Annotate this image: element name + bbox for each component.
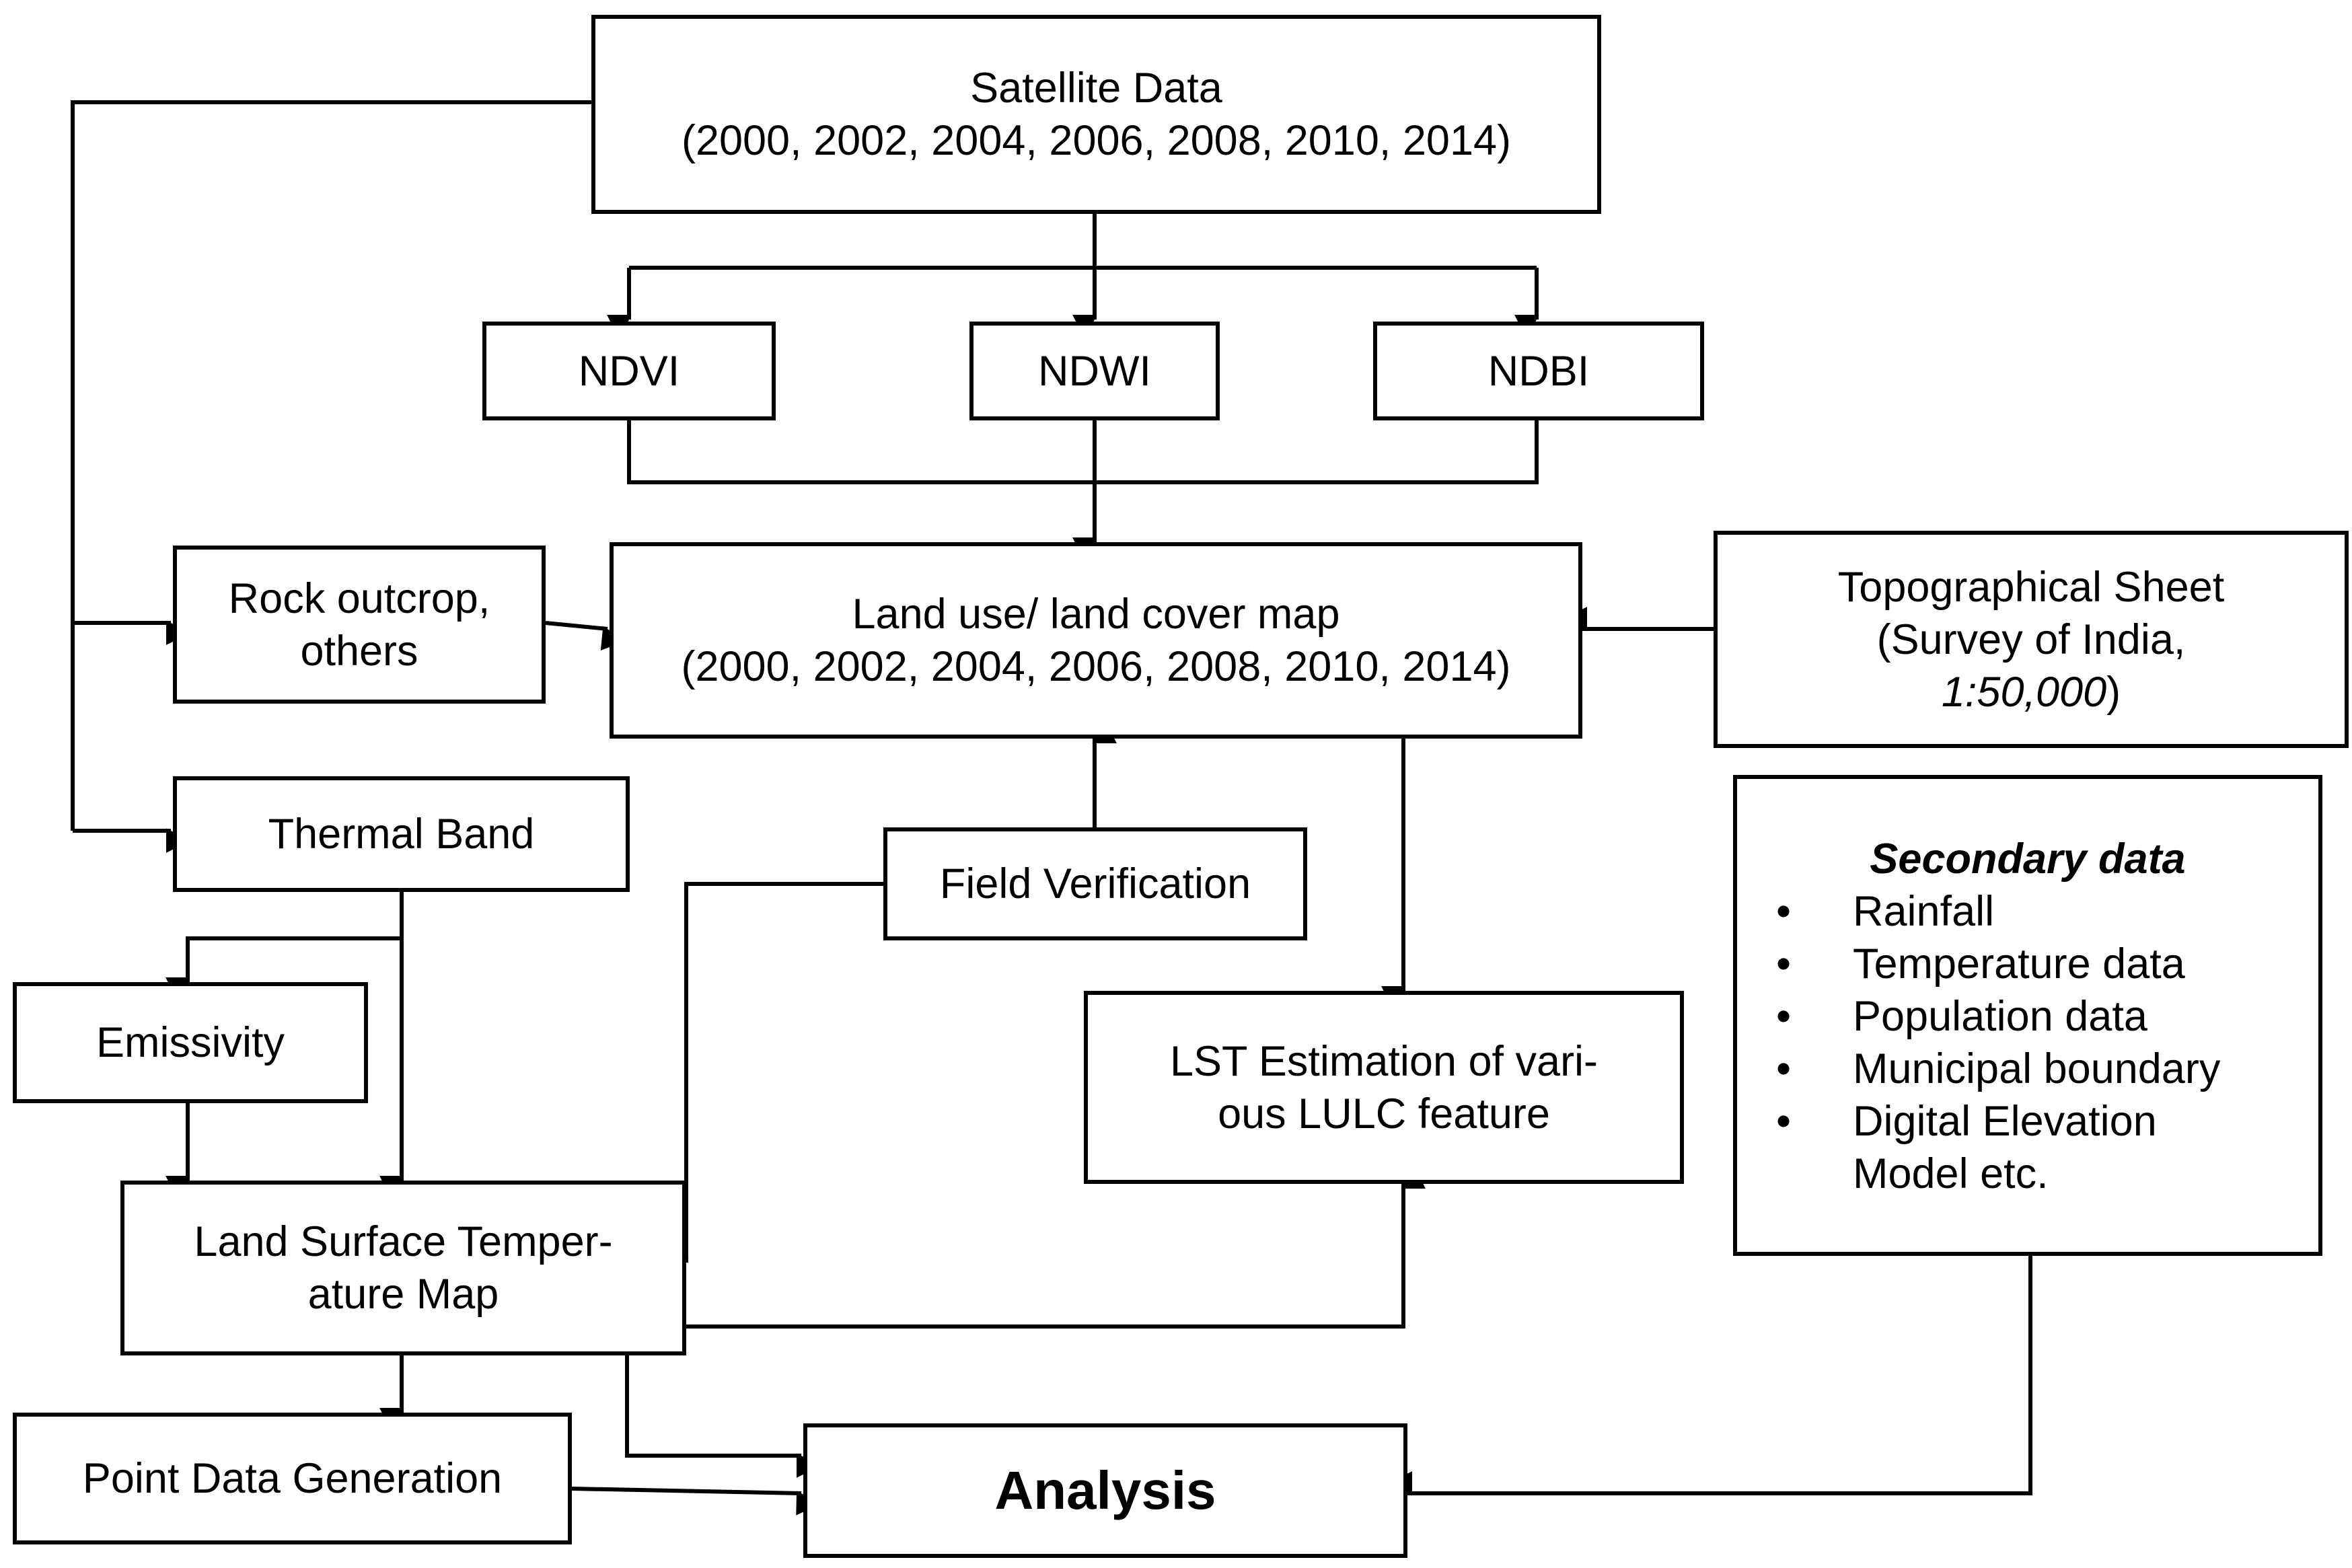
list-item: •Rainfall xyxy=(1737,885,2318,938)
node-ndvi: NDVI xyxy=(482,322,776,420)
connector-satellite-left xyxy=(71,100,591,831)
list-item: •Municipal boundary xyxy=(1737,1043,2318,1095)
connector-secondary-to-analysis xyxy=(1387,1256,2032,1496)
topo-title: Topographical Sheet xyxy=(1837,563,2225,611)
connector-thermal-to-emissivity xyxy=(166,936,402,1002)
point-data-label: Point Data Generation xyxy=(82,1455,503,1502)
emissivity-label: Emissivity xyxy=(96,1019,285,1066)
node-thermal-band: Thermal Band xyxy=(173,776,630,892)
satellite-years: (2000, 2002, 2004, 2006, 2008, 2010, 201… xyxy=(681,117,1512,164)
lst-estimation-line1: LST Estimation of vari- xyxy=(1169,1037,1598,1085)
connector-indices-merge xyxy=(627,420,1539,484)
topo-scale-line: 1:50,000) xyxy=(1942,666,2121,718)
bullet-icon: • xyxy=(1776,940,1792,987)
topo-scale: 1:50,000 xyxy=(1941,668,2107,716)
node-topographical-sheet: Topographical Sheet (Survey of India, 1:… xyxy=(1714,531,2349,748)
connector-field-to-lstmap xyxy=(664,882,883,1283)
topo-source: (Survey of India, xyxy=(1876,615,2186,663)
secondary-title: Secondary data xyxy=(1870,835,2186,883)
topo-scale-close: ) xyxy=(2106,668,2121,716)
lulc-years: (2000, 2002, 2004, 2006, 2008, 2010, 201… xyxy=(681,643,1511,690)
satellite-title: Satellite Data xyxy=(970,65,1222,112)
node-ndwi: NDWI xyxy=(969,322,1220,420)
node-satellite-data: Satellite Data (2000, 2002, 2004, 2006, … xyxy=(591,15,1601,214)
secondary-list: •Rainfall •Temperature data •Population … xyxy=(1737,885,2318,1200)
node-ndbi: NDBI xyxy=(1373,322,1704,420)
lst-estimation-line2: ous LULC feature xyxy=(1218,1090,1550,1137)
ndbi-label: NDBI xyxy=(1487,347,1590,395)
analysis-label: Analysis xyxy=(994,1460,1216,1520)
lulc-title: Land use/ land cover map xyxy=(852,591,1340,638)
node-lst-estimation: LST Estimation of vari- ous LULC feature xyxy=(1084,991,1684,1184)
connector-lstmap-to-analysis xyxy=(625,1355,821,1478)
node-land-use-land-cover: Land use/ land cover map (2000, 2002, 20… xyxy=(610,542,1582,739)
ndwi-label: NDWI xyxy=(1038,347,1151,395)
bullet-icon: • xyxy=(1776,888,1792,935)
bullet-icon: • xyxy=(1776,1098,1792,1145)
node-emissivity: Emissivity xyxy=(13,982,368,1103)
field-label: Field Verification xyxy=(939,860,1251,907)
rock-line2: others xyxy=(300,627,418,675)
lst-map-line2: ature Map xyxy=(307,1271,499,1318)
list-item: •Population data xyxy=(1737,990,2318,1043)
node-lst-map: Land Surface Temper- ature Map xyxy=(120,1181,686,1355)
bullet-icon: • xyxy=(1776,993,1792,1040)
connector-rock-to-lulc xyxy=(545,621,626,651)
ndvi-label: NDVI xyxy=(578,347,680,395)
node-analysis: Analysis xyxy=(803,1423,1407,1558)
connector-point-to-analysis xyxy=(571,1487,821,1516)
list-item-continuation: Model etc. xyxy=(1853,1150,2049,1197)
node-point-data-generation: Point Data Generation xyxy=(13,1413,572,1544)
node-rock-outcrop: Rock outcrop, others xyxy=(173,546,546,704)
list-item: •Digital Elevation xyxy=(1737,1095,2318,1148)
node-secondary-data: Secondary data •Rainfall •Temperature da… xyxy=(1733,775,2322,1256)
lst-map-line1: Land Surface Temper- xyxy=(194,1218,613,1265)
thermal-label: Thermal Band xyxy=(268,811,535,858)
list-item: •Temperature data xyxy=(1737,938,2318,990)
bullet-icon: • xyxy=(1776,1045,1792,1092)
connector-lstmap-to-lstest xyxy=(686,1164,1426,1329)
rock-line1: Rock outcrop, xyxy=(228,574,490,622)
node-field-verification: Field Verification xyxy=(883,827,1307,940)
